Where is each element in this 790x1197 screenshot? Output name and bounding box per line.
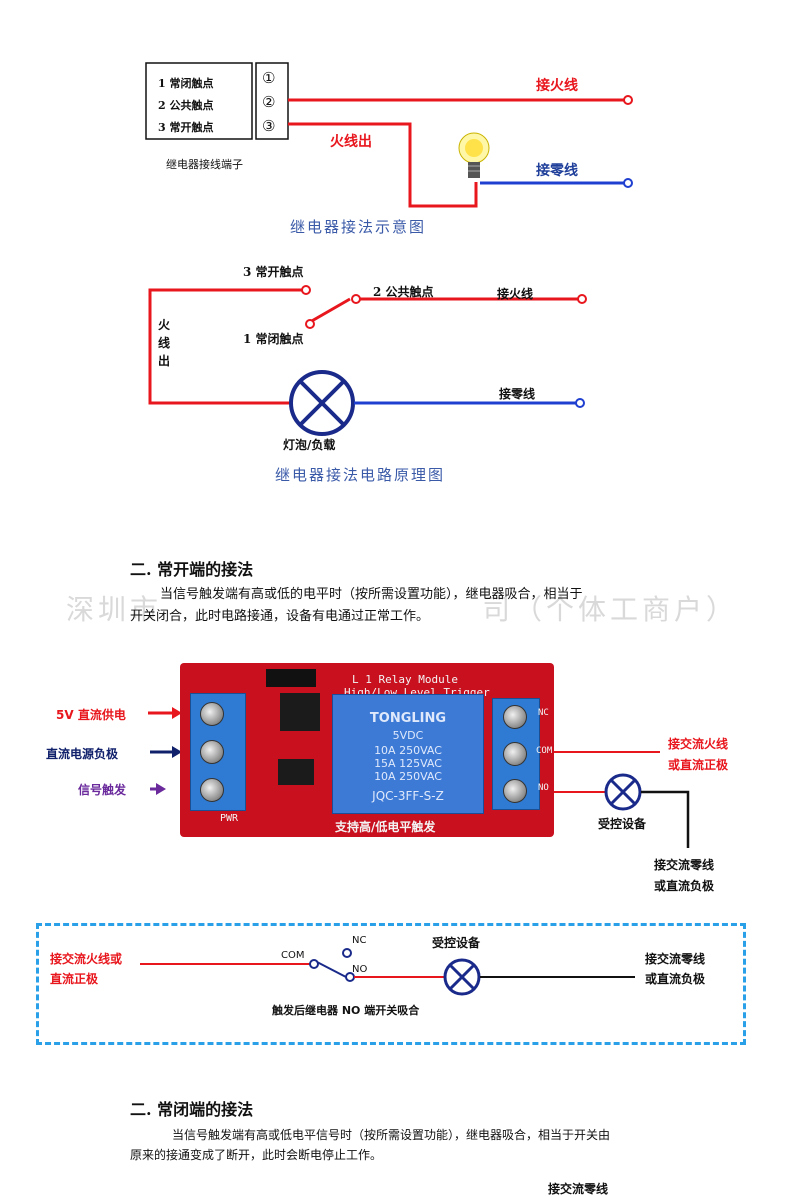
box-left-label-2: 直流正极 bbox=[50, 972, 99, 986]
no-contact-dot bbox=[301, 285, 311, 295]
live-in-end-2 bbox=[577, 294, 587, 304]
lamp-load-icon bbox=[289, 370, 355, 436]
box-com-label: COM bbox=[281, 950, 305, 961]
arrow-gnd bbox=[150, 746, 182, 758]
no-wiring-schematic-box bbox=[36, 923, 746, 1045]
smd-component bbox=[278, 759, 314, 785]
arrow-5v bbox=[148, 707, 182, 719]
module-device-icon bbox=[604, 773, 642, 811]
screw-nc bbox=[503, 705, 527, 729]
terminal-label-box bbox=[145, 62, 253, 140]
terminal-number-2: ② bbox=[262, 93, 276, 111]
terminal-label-nc: 1 常闭触点 bbox=[158, 77, 214, 90]
pin-label-nc: NC bbox=[538, 708, 549, 718]
label-right-neutral-1: 接交流零线 bbox=[654, 858, 715, 872]
d2-live-out-char-3: 出 bbox=[158, 354, 171, 368]
relay-model: JQC-3FF-S-Z bbox=[372, 789, 444, 803]
box-device-icon bbox=[443, 958, 481, 996]
box-nc-dot bbox=[342, 948, 352, 958]
section2-cut-label: 接交流零线 bbox=[548, 1182, 609, 1196]
screw-vcc bbox=[200, 702, 224, 726]
live-out-path bbox=[148, 288, 302, 405]
label-signal-trigger: 信号触发 bbox=[78, 783, 127, 797]
transistor-block bbox=[280, 693, 320, 731]
pin-label-com: COM bbox=[536, 746, 553, 756]
diagram2-title: 继电器接法电路原理图 bbox=[275, 466, 446, 484]
arrow-signal bbox=[150, 783, 166, 795]
label-dc-negative: 直流电源负极 bbox=[46, 747, 119, 761]
section1-para-line2: 开关闭合，此时电路接通，设备有电通过正常工作。 bbox=[130, 609, 430, 624]
d1-neutral-label: 接零线 bbox=[536, 163, 578, 179]
d2-nc-label: 1 常闭触点 bbox=[243, 332, 304, 346]
screw-gnd bbox=[200, 740, 224, 764]
label-5v-supply: 5V 直流供电 bbox=[56, 708, 126, 722]
switch-blade bbox=[309, 297, 351, 324]
nc-contact-dot bbox=[305, 319, 315, 329]
d1-live-in-label: 接火线 bbox=[536, 78, 578, 94]
live-in-end bbox=[623, 95, 633, 105]
section1-heading: 二. 常开端的接法 bbox=[130, 560, 254, 579]
d2-live-out-char-2: 线 bbox=[158, 336, 171, 350]
terminal-caption: 继电器接线端子 bbox=[166, 158, 243, 171]
screw-no bbox=[503, 779, 527, 803]
pcb-bottom-text: 支持高/低电平触发 bbox=[335, 820, 436, 834]
label-right-neutral-2: 或直流负极 bbox=[654, 879, 715, 893]
d2-live-out-char-1: 火 bbox=[158, 318, 171, 332]
label-controlled-device: 受控设备 bbox=[598, 817, 647, 831]
box-right-label-1: 接交流零线 bbox=[645, 952, 706, 966]
terminal-number-3: ③ bbox=[262, 117, 276, 135]
pcb-title-line1: L 1 Relay Module bbox=[352, 673, 458, 686]
label-right-live-2: 或直流正极 bbox=[668, 758, 729, 772]
relay-spec-3: 15A 125VAC bbox=[374, 757, 442, 770]
box-right-label-2: 或直流负极 bbox=[645, 972, 706, 986]
d1-live-out-label: 火线出 bbox=[330, 134, 372, 150]
d2-no-label: 3 常开触点 bbox=[243, 265, 304, 279]
common-contact-dot bbox=[351, 294, 361, 304]
box-nc-label: NC bbox=[352, 935, 367, 946]
pin-label-no: NO bbox=[538, 783, 549, 793]
screw-com bbox=[503, 742, 527, 766]
box-com-dot bbox=[309, 959, 319, 969]
box-no-label: NO bbox=[352, 964, 368, 975]
screw-in bbox=[200, 778, 224, 802]
relay-spec-2: 10A 250VAC bbox=[374, 744, 442, 757]
live-out-wire bbox=[288, 122, 478, 208]
relay-spec-4: 10A 250VAC bbox=[374, 770, 442, 783]
jumper-header bbox=[266, 669, 316, 687]
terminal-label-com: 2 公共触点 bbox=[158, 99, 214, 112]
diagram1-title: 继电器接法示意图 bbox=[290, 218, 427, 236]
d2-load-label: 灯泡/负载 bbox=[283, 438, 336, 452]
neutral-end bbox=[623, 178, 633, 188]
box-caption: 触发后继电器 NO 端开关吸合 bbox=[272, 1004, 420, 1017]
watermark: 深圳市 司（个体工商户） bbox=[66, 593, 739, 626]
section2-heading: 二. 常闭端的接法 bbox=[130, 1100, 254, 1119]
relay-spec-1: 5VDC bbox=[392, 729, 424, 742]
section2-para-line2: 原来的接通变成了断开，此时会断电停止工作。 bbox=[130, 1148, 383, 1162]
d2-neutral-label: 接零线 bbox=[499, 387, 536, 401]
box-device-label: 受控设备 bbox=[432, 936, 481, 950]
relay-brand: TONGLING bbox=[369, 711, 447, 726]
box-left-label-1: 接交流火线或 bbox=[50, 952, 123, 966]
label-right-live-1: 接交流火线 bbox=[668, 737, 729, 751]
terminal-number-1: ① bbox=[262, 69, 276, 87]
module-neutral-wire bbox=[641, 790, 690, 848]
d2-live-in-label: 接火线 bbox=[497, 287, 534, 301]
bulb-icon bbox=[458, 132, 490, 178]
section2-para-line1: 当信号触发端有高或低电平信号时（按所需设置功能），继电器吸合，相当于开关由 bbox=[172, 1128, 611, 1142]
d2-common-label: 2 公共触点 bbox=[373, 285, 434, 299]
box-switch-blade bbox=[316, 961, 347, 978]
neutral-end-2 bbox=[575, 398, 585, 408]
section1-para-line1: 当信号触发端有高或低的电平时（按所需设置功能），继电器吸合，相当于 bbox=[160, 587, 583, 602]
pwr-label: PWR bbox=[220, 813, 239, 824]
relay-component: TONGLING 5VDC 10A 250VAC 15A 125VAC 10A … bbox=[332, 694, 484, 814]
terminal-label-no: 3 常开触点 bbox=[158, 121, 214, 134]
